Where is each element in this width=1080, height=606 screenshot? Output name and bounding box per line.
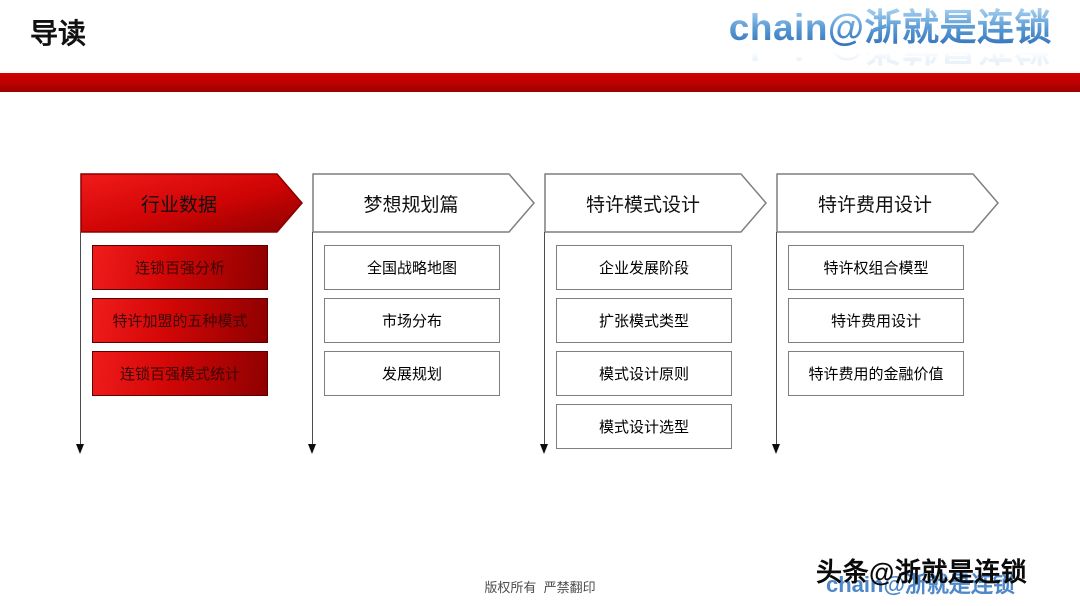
chevron-arrow-shape [80, 173, 303, 233]
flow-item: 企业发展阶段 [556, 245, 732, 290]
copyright-notice: 版权所有 严禁翻印 [484, 580, 596, 595]
watermark-black-text: 头条@浙就是连锁 [816, 557, 1028, 587]
flow-item: 全国战略地图 [324, 245, 500, 290]
watermark-blue-text: chain@浙就是连锁 [826, 572, 1015, 597]
brand-logo: chain@浙就是连锁 chain@浙就是连锁 [728, 7, 1052, 66]
chevron-arrow-shape [312, 173, 535, 233]
brand-logo-reflection: chain@浙就是连锁 [729, 46, 1052, 66]
flow-item: 扩张模式类型 [556, 298, 732, 343]
chevron-arrow-shape [776, 173, 999, 233]
column-header-arrow: 特许模式设计 [544, 173, 768, 233]
column-header-label: 行业数据 [140, 194, 217, 216]
page-title: 导读 [30, 18, 87, 49]
flow-down-arrow-line [540, 232, 548, 454]
flow-column-franchise-model-design: 特许模式设计 企业发展阶段 扩张模式类型 模式设计原则 模式设计选型 [540, 173, 768, 463]
flow-item: 连锁百强模式统计 [92, 351, 268, 396]
flow-column-industry-data: 行业数据 连锁百强分析 特许加盟的五种模式 连锁百强模式统计 [76, 173, 304, 463]
column-header-label: 特许模式设计 [585, 194, 700, 216]
flow-down-arrow-line [76, 232, 84, 454]
chevron-arrow-shape [544, 173, 767, 233]
flow-item: 特许加盟的五种模式 [92, 298, 268, 343]
flow-column-franchise-fee-design: 特许费用设计 特许权组合模型 特许费用设计 特许费用的金融价值 [772, 173, 1000, 463]
flow-down-arrow-line [308, 232, 316, 454]
watermark: chain@浙就是连锁 头条@浙就是连锁 [816, 552, 1068, 598]
flow-item: 发展规划 [324, 351, 500, 396]
flow-item: 特许权组合模型 [788, 245, 964, 290]
column-header-arrow: 梦想规划篇 [312, 173, 536, 233]
column-header-label: 特许费用设计 [817, 194, 932, 216]
flow-item: 模式设计原则 [556, 351, 732, 396]
column-header-arrow: 特许费用设计 [776, 173, 1000, 233]
brand-logo-text: chain@浙就是连锁 [728, 7, 1052, 48]
flow-column-dream-planning: 梦想规划篇 全国战略地图 市场分布 发展规划 [308, 173, 536, 463]
flow-down-arrow-line [772, 232, 780, 454]
column-header-label: 梦想规划篇 [363, 194, 459, 216]
flow-item: 模式设计选型 [556, 404, 732, 449]
flow-item: 市场分布 [324, 298, 500, 343]
column-header-arrow: 行业数据 [80, 173, 304, 233]
flow-item: 连锁百强分析 [92, 245, 268, 290]
flow-item: 特许费用的金融价值 [788, 351, 964, 396]
flow-item: 特许费用设计 [788, 298, 964, 343]
divider-bar [0, 73, 1080, 92]
